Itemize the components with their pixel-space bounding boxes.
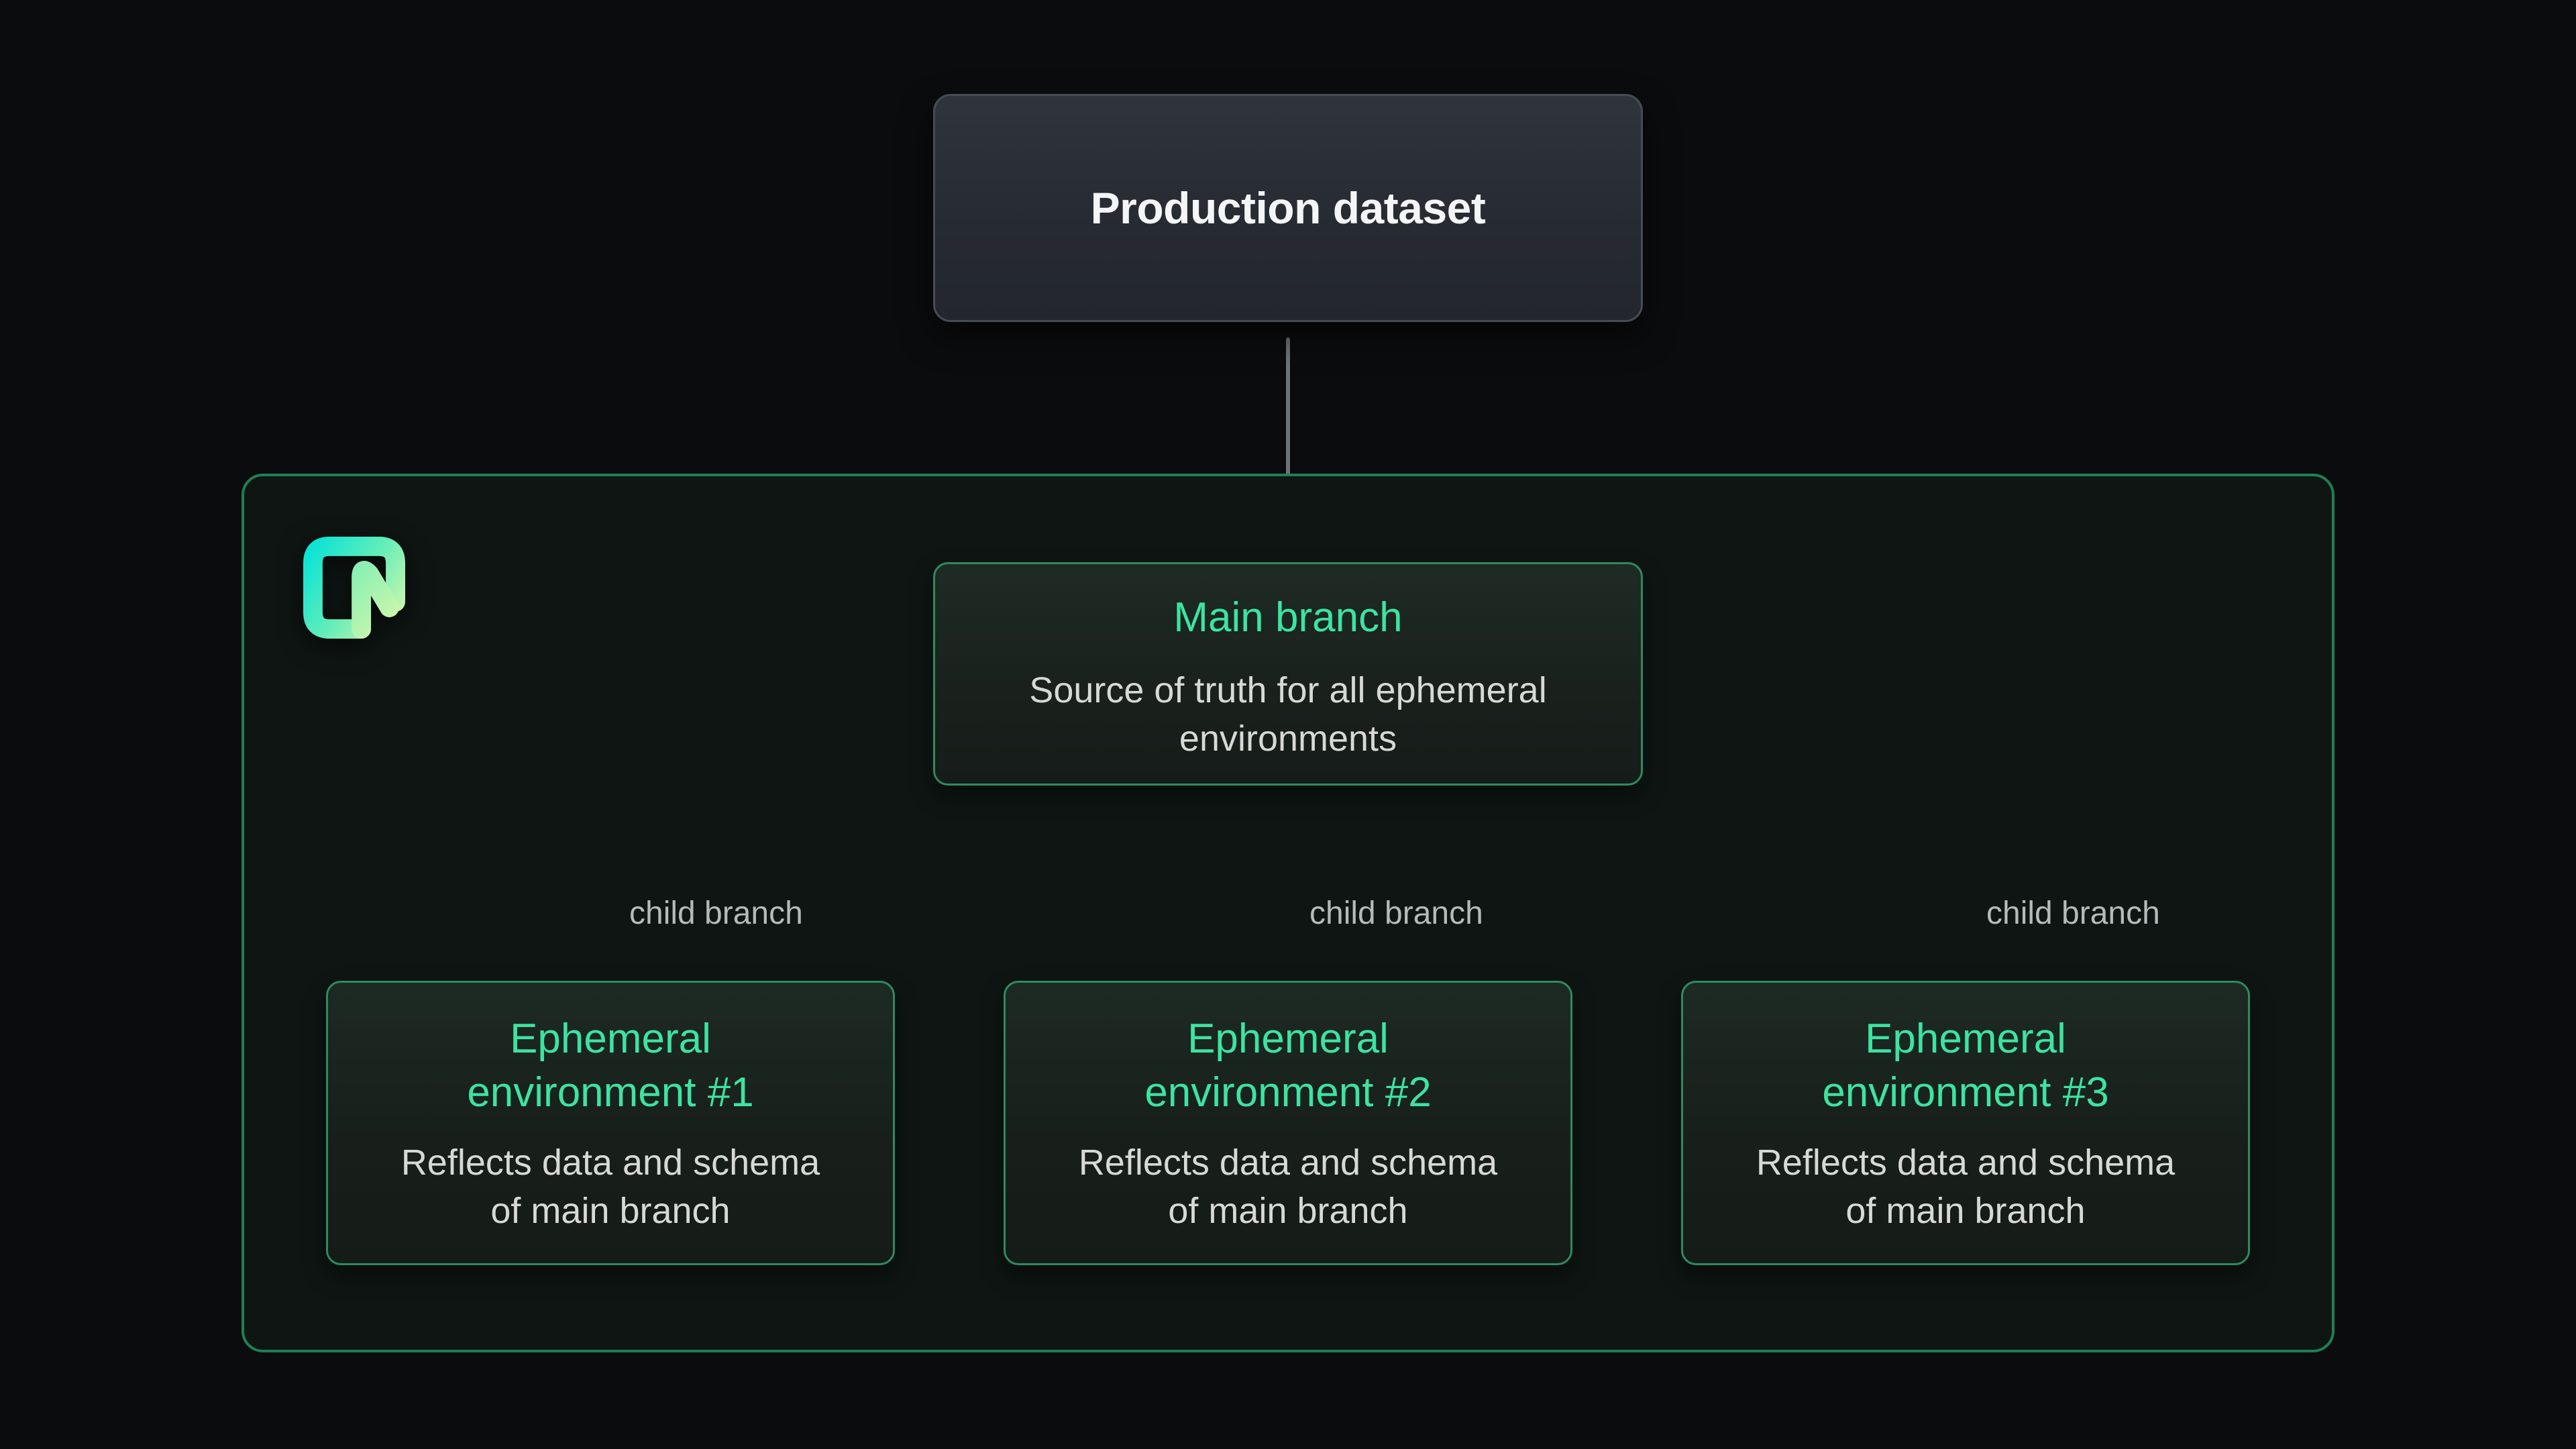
ephemeral-environment-1-title: Ephemeral environment #1 (467, 1016, 754, 1116)
ephemeral-environment-3-subtitle: Reflects data and schema of main branch (1756, 1142, 2176, 1231)
production-dataset-title: Production dataset (1090, 183, 1486, 233)
ephemeral-environment-2-title: Ephemeral environment #2 (1144, 1016, 1432, 1116)
ephemeral-environment-2-subtitle: Reflects data and schema of main branch (1078, 1142, 1498, 1231)
main-branch-title: Main branch (1173, 594, 1403, 641)
child-branch-label-1: child branch (629, 896, 803, 931)
neon-logo-n-stroke (352, 561, 399, 639)
main-branch-node: Main branch Source of truth for all ephe… (933, 562, 1643, 786)
child-branch-label-2: child branch (1309, 896, 1483, 931)
neon-logo-frame (303, 537, 405, 639)
child-branch-label-3: child branch (1986, 896, 2160, 931)
production-dataset-node: Production dataset (933, 94, 1643, 322)
ephemeral-environment-node-3: Ephemeral environment #3 Reflects data a… (1681, 981, 2250, 1265)
neon-logo-icon (303, 537, 405, 639)
main-branch-subtitle: Source of truth for all ephemeral enviro… (1029, 670, 1547, 759)
ephemeral-environment-node-2: Ephemeral environment #2 Reflects data a… (1004, 981, 1572, 1265)
ephemeral-environment-node-1: Ephemeral environment #1 Reflects data a… (326, 981, 895, 1265)
ephemeral-environment-1-subtitle: Reflects data and schema of main branch (400, 1142, 820, 1231)
ephemeral-environment-3-title: Ephemeral environment #3 (1822, 1016, 2109, 1116)
